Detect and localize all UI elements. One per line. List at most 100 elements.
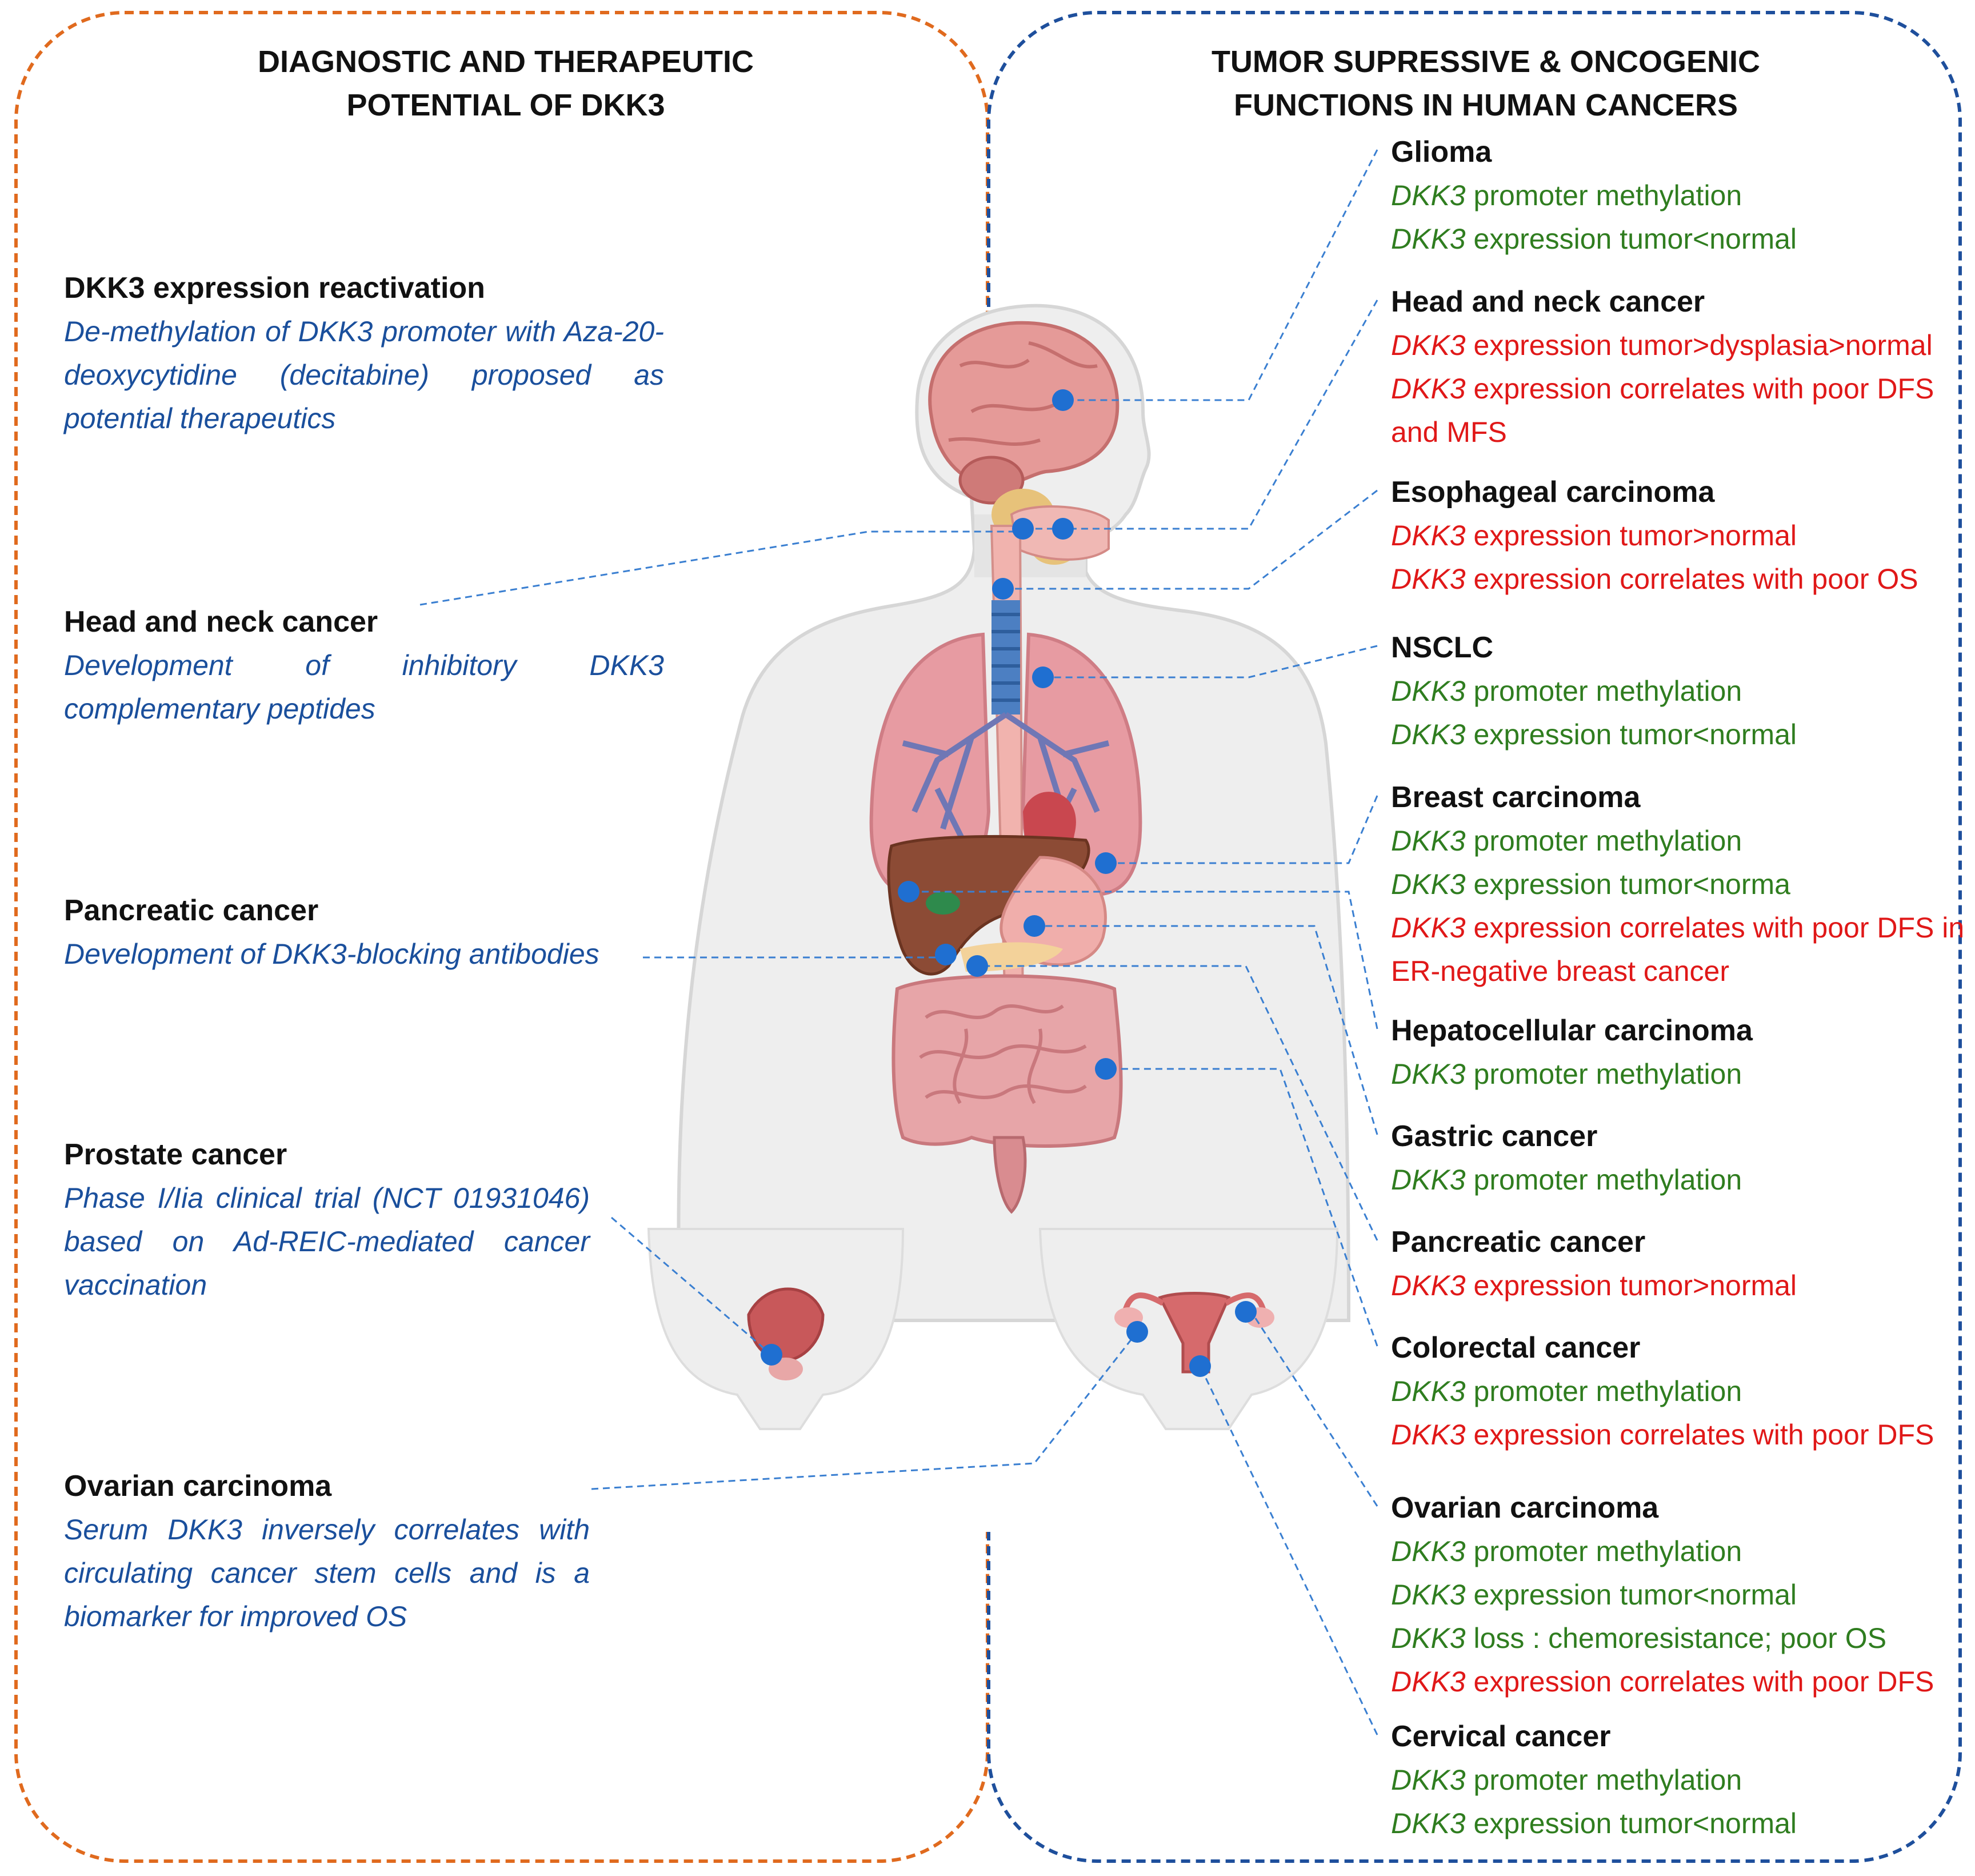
right-panel-title: TUMOR SUPRESSIVE & ONCOGENIC FUNCTIONS I… (1160, 40, 1812, 127)
finding-text: expression correlates with poor DFS (1465, 1419, 1934, 1451)
finding-line: DKK3 expression tumor<normal (1391, 1573, 1968, 1616)
gene-name: DKK3 (1391, 1058, 1466, 1090)
marker-stomach (1024, 915, 1045, 937)
left-entry-description: Development of inhibitory DKK3 complemen… (64, 649, 664, 725)
right-entry-heading: Pancreatic cancer (1391, 1226, 1646, 1259)
finding-line: DKK3 loss : chemoresistance; poor OS (1391, 1616, 1968, 1660)
left-entry-description: De-methylation of DKK3 promoter with Aza… (64, 316, 664, 434)
marker-oral-left (1012, 518, 1034, 540)
left-entry-heading: Ovarian carcinoma (64, 1470, 332, 1503)
finding-text: expression tumor>normal (1465, 520, 1797, 552)
marker-breast (1095, 852, 1117, 874)
finding-line: DKK3 expression tumor<normal (1391, 217, 1968, 261)
gene-name: DKK3 (1391, 1764, 1466, 1796)
finding-text: expression tumor<normal (1465, 1579, 1797, 1611)
gene-name: DKK3 (1391, 1164, 1466, 1196)
left-entry-head-neck: Head and neck cancer Development of inhi… (64, 600, 664, 731)
gene-name: DKK3 (1391, 1807, 1466, 1839)
gene-name: DKK3 (1391, 179, 1466, 211)
finding-text: expression tumor>dysplasia>normal (1465, 329, 1933, 361)
finding-text: promoter methylation (1465, 825, 1742, 857)
marker-liver (898, 881, 919, 903)
right-entry-heading: Breast carcinoma (1391, 781, 1641, 814)
right-entry-heading: Ovarian carcinoma (1391, 1491, 1659, 1524)
left-entry-description: Development of DKK3-blocking antibodies (64, 938, 599, 970)
finding-text: expression correlates with poor OS (1465, 563, 1918, 595)
finding-line: DKK3 promoter methylation (1391, 174, 1968, 217)
left-entry-description: Serum DKK3 inversely correlates with cir… (64, 1514, 590, 1632)
organ-markers (761, 389, 1257, 1377)
marker-prostate (761, 1344, 782, 1366)
left-entry-pancreatic: Pancreatic cancer Development of DKK3-bl… (64, 889, 664, 976)
finding-line: DKK3 expression tumor>normal (1391, 1264, 1968, 1307)
gene-name: DKK3 (1391, 1666, 1466, 1698)
finding-line: DKK3 expression tumor<normal (1391, 713, 1968, 756)
finding-line: DKK3 promoter methylation (1391, 819, 1968, 863)
finding-line: DKK3 promoter methylation (1391, 1758, 1968, 1802)
gene-name: DKK3 (1391, 825, 1466, 857)
right-title-line-2: FUNCTIONS IN HUMAN CANCERS (1234, 88, 1738, 122)
gene-name: DKK3 (1391, 675, 1466, 707)
left-title-line-1: DIAGNOSTIC AND THERAPEUTIC (257, 45, 754, 79)
right-entry-heading: Head and neck cancer (1391, 285, 1705, 318)
finding-line: DKK3 promoter methylation (1391, 1158, 1968, 1202)
gene-name: DKK3 (1391, 1579, 1466, 1611)
finding-text: promoter methylation (1465, 675, 1742, 707)
finding-line: DKK3 expression correlates with poor DFS… (1391, 906, 1968, 993)
gene-name: DKK3 (1391, 329, 1466, 361)
finding-line: DKK3 promoter methylation (1391, 1530, 1968, 1573)
finding-line: DKK3 expression correlates with poor DFS… (1391, 367, 1968, 454)
left-entry-heading: Prostate cancer (64, 1138, 287, 1171)
finding-line: DKK3 expression correlates with poor OS (1391, 557, 1968, 601)
right-entry-heading: Cervical cancer (1391, 1720, 1611, 1753)
gene-name: DKK3 (1391, 1419, 1466, 1451)
right-title-line-1: TUMOR SUPRESSIVE & ONCOGENIC (1211, 45, 1761, 79)
finding-text: expression tumor<norma (1465, 868, 1790, 900)
finding-line: DKK3 promoter methylation (1391, 1370, 1968, 1413)
finding-line: DKK3 promoter methylation (1391, 1052, 1968, 1096)
gene-name: DKK3 (1391, 520, 1466, 552)
left-entry-dkk3-reactivation: DKK3 expression reactivation De-methylat… (64, 266, 664, 440)
marker-ovary-right (1235, 1301, 1257, 1323)
left-panel-title: DIAGNOSTIC AND THERAPEUTIC POTENTIAL OF … (171, 40, 840, 127)
left-title-line-2: POTENTIAL OF DKK3 (346, 88, 665, 122)
marker-brain (1052, 389, 1074, 411)
finding-line: DKK3 expression correlates with poor DFS (1391, 1660, 1968, 1703)
finding-text: promoter methylation (1465, 179, 1742, 211)
finding-text: expression tumor>normal (1465, 1270, 1797, 1302)
finding-line: DKK3 promoter methylation (1391, 669, 1968, 713)
finding-line: DKK3 expression tumor<norma (1391, 863, 1968, 906)
gene-name: DKK3 (1391, 1375, 1466, 1407)
finding-line: DKK3 expression tumor>normal (1391, 514, 1968, 557)
marker-esophagus (992, 578, 1014, 600)
gene-name: DKK3 (1391, 1622, 1466, 1654)
gene-name: DKK3 (1391, 1535, 1466, 1567)
marker-ovary-left (1126, 1321, 1148, 1343)
finding-text: promoter methylation (1465, 1375, 1742, 1407)
gene-name: DKK3 (1391, 373, 1466, 405)
left-entry-ovarian: Ovarian carcinoma Serum DKK3 inversely c… (64, 1464, 590, 1638)
finding-line: DKK3 expression correlates with poor DFS (1391, 1413, 1968, 1456)
gene-name: DKK3 (1391, 1270, 1466, 1302)
marker-pancreas (966, 955, 988, 977)
right-entry-heading: Gastric cancer (1391, 1120, 1598, 1153)
marker-lung (1032, 666, 1054, 688)
finding-text: expression tumor<normal (1465, 719, 1797, 751)
finding-line: DKK3 expression tumor>dysplasia>normal (1391, 324, 1968, 367)
finding-text: promoter methylation (1465, 1058, 1742, 1090)
finding-text: expression correlates with poor DFS (1465, 1666, 1934, 1698)
finding-text: promoter methylation (1465, 1535, 1742, 1567)
right-entry-heading: Glioma (1391, 135, 1492, 169)
finding-text: promoter methylation (1465, 1764, 1742, 1796)
